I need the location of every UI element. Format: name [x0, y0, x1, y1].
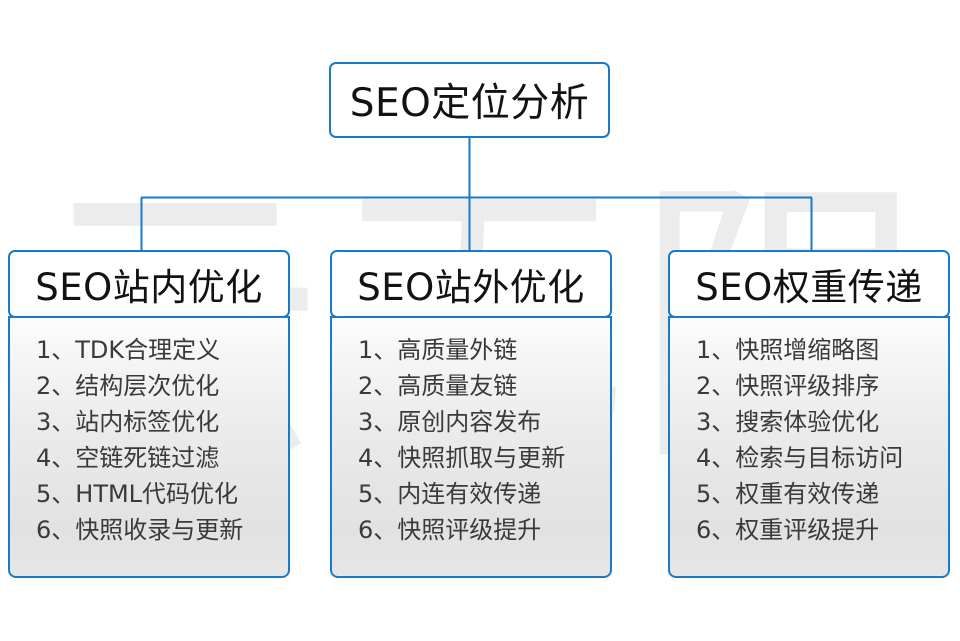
list-item: 6、快照评级提升: [358, 516, 542, 544]
root-node[interactable]: SEO定位分析: [329, 62, 610, 138]
list-item: 5、内连有效传递: [358, 480, 542, 508]
branch-body-2: 1、高质量外链 2、高质量友链 3、原创内容发布 4、快照抓取与更新 5、内连有…: [330, 316, 612, 578]
branch-column-2: SEO站外优化 1、高质量外链 2、高质量友链 3、原创内容发布 4、快照抓取与…: [330, 250, 612, 578]
list-item: 5、HTML代码优化: [36, 480, 239, 508]
list-item: 1、高质量外链: [358, 336, 518, 364]
branch-header-3[interactable]: SEO权重传递: [668, 250, 950, 318]
list-item: 6、权重评级提升: [696, 516, 880, 544]
list-item: 2、高质量友链: [358, 372, 518, 400]
list-item: 3、搜索体验优化: [696, 408, 880, 436]
list-item: 2、结构层次优化: [36, 372, 220, 400]
list-item: 6、快照收录与更新: [36, 516, 244, 544]
branch-column-3: SEO权重传递 1、快照增缩略图 2、快照评级排序 3、搜索体验优化 4、检索与…: [668, 250, 950, 578]
branch-header-1[interactable]: SEO站内优化: [8, 250, 290, 318]
list-item: 1、TDK合理定义: [36, 336, 221, 364]
list-item: 4、空链死链过滤: [36, 444, 220, 472]
list-item: 4、检索与目标访问: [696, 444, 904, 472]
list-item: 4、快照抓取与更新: [358, 444, 566, 472]
list-item: 2、快照评级排序: [696, 372, 880, 400]
branch-body-3: 1、快照增缩略图 2、快照评级排序 3、搜索体验优化 4、检索与目标访问 5、权…: [668, 316, 950, 578]
list-item: 5、权重有效传递: [696, 480, 880, 508]
branch-header-2[interactable]: SEO站外优化: [330, 250, 612, 318]
list-item: 3、原创内容发布: [358, 408, 542, 436]
list-item: 1、快照增缩略图: [696, 336, 880, 364]
branch-column-1: SEO站内优化 1、TDK合理定义 2、结构层次优化 3、站内标签优化 4、空链…: [8, 250, 290, 578]
branch-body-1: 1、TDK合理定义 2、结构层次优化 3、站内标签优化 4、空链死链过滤 5、H…: [8, 316, 290, 578]
list-item: 3、站内标签优化: [36, 408, 220, 436]
root-node-label: SEO定位分析: [329, 62, 610, 138]
